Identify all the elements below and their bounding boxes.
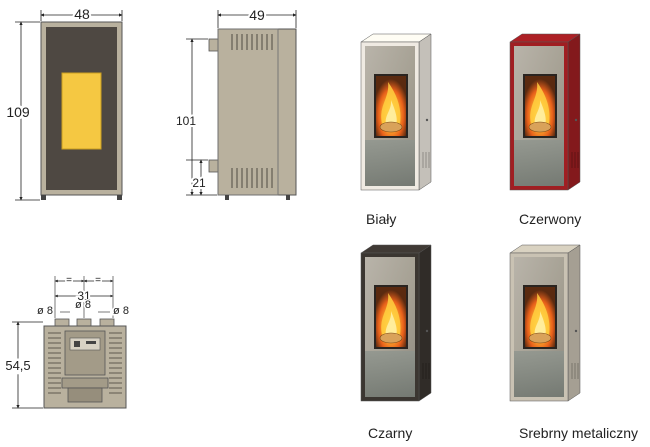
front-height-label: 109 [6,104,30,120]
stove-render-silver [509,244,581,402]
rear-vents-left [48,332,61,394]
stove-render-white [360,33,432,191]
rear-height-label: 54,5 [5,358,30,373]
side-vents-bottom [231,168,273,188]
stove-render-red [509,33,581,191]
side-view-drawing: 49 101 21 [174,5,297,200]
side-vents-top [231,34,273,50]
rear-pipe-left-label: ø 8 [37,305,53,317]
rear-span-label: 31 [77,289,91,303]
front-view-drawing: 48 109 [4,4,123,201]
stove-render-black [360,244,432,402]
rear-eq-right-label: = [95,275,101,286]
rear-vents-right [109,332,122,394]
rear-pipe-center-label: ø 8 [75,299,91,311]
side-depth-label: 49 [249,7,265,23]
side-height-label: 101 [176,114,196,128]
variant-caption-red: Czerwony [519,211,582,227]
rear-pipe-right-label: ø 8 [113,305,129,317]
front-width-label: 48 [74,6,90,22]
rear-eq-left-label: = [66,275,72,286]
variant-caption-white: Biały [366,211,397,227]
side-low-label: 21 [192,176,206,190]
variant-caption-silver: Srebrny metaliczny [519,425,639,441]
variant-caption-black: Czarny [368,425,413,441]
rear-view-drawing: = = 31 ø 8 ø 8 ø 8 54,5 [3,274,130,409]
